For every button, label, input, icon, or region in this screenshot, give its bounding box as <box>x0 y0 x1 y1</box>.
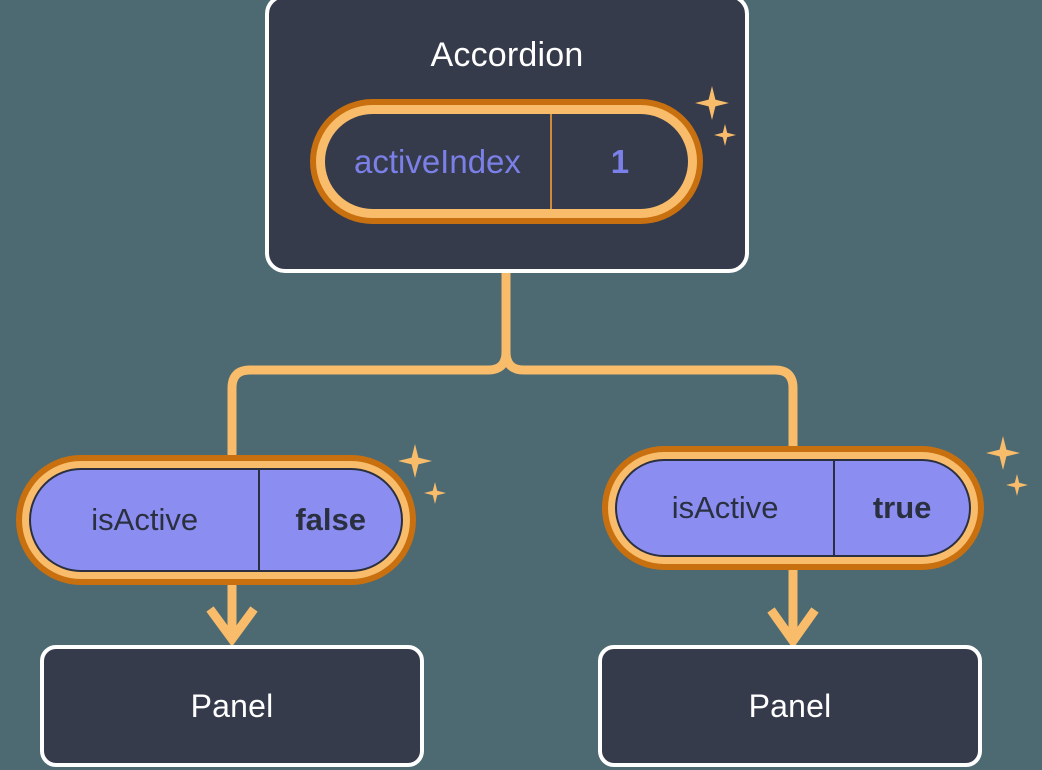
prop-pill-isactive-left[interactable]: isActive false <box>16 455 416 585</box>
arrow-head-right <box>767 607 819 649</box>
pill-body: isActive true <box>615 459 971 557</box>
pill-body: isActive false <box>29 468 403 572</box>
prop-value-isactive-left: false <box>295 502 367 537</box>
sparkle-icon <box>1006 474 1028 496</box>
accordion-title: Accordion <box>430 36 584 74</box>
prop-key-isactive-right: isActive <box>617 461 836 555</box>
prop-key-activeindex: activeIndex <box>325 114 552 209</box>
prop-value-activeindex: 1 <box>610 142 630 180</box>
sparkle-icon <box>398 444 432 478</box>
connector-root-to-right <box>501 268 798 465</box>
panel-title-left: Panel <box>190 687 274 724</box>
sparkle-icon <box>424 482 446 504</box>
panel-node-left[interactable]: Panel <box>40 645 424 767</box>
connector-root-to-left <box>227 268 511 475</box>
pill-inner-ring: activeIndex 1 <box>316 105 697 218</box>
prop-key-isactive-left: isActive <box>31 470 261 570</box>
prop-pill-isactive-right[interactable]: isActive true <box>602 446 984 570</box>
panel-node-right[interactable]: Panel <box>598 645 982 767</box>
sparkle-icon <box>986 436 1020 470</box>
panel-title-right: Panel <box>748 687 832 724</box>
pill-inner-ring: isActive false <box>22 461 410 579</box>
pill-inner-ring: isActive true <box>608 452 978 564</box>
pill-body: activeIndex 1 <box>323 112 690 211</box>
prop-pill-activeindex[interactable]: activeIndex 1 <box>310 99 703 224</box>
prop-value-isactive-right: true <box>872 490 932 525</box>
arrow-head-left <box>206 606 258 647</box>
